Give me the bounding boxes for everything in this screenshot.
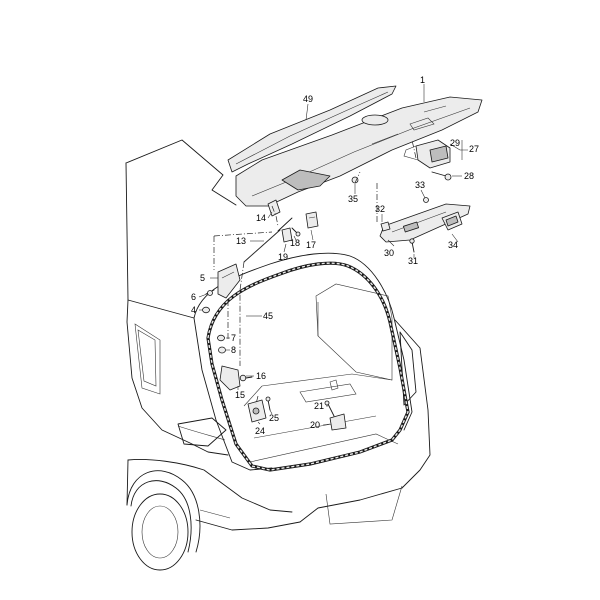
bolt-part-6: [205, 289, 215, 296]
bracket-part-17: [305, 211, 319, 229]
washer-part-7: [217, 334, 225, 342]
callout-27: 27: [469, 144, 479, 154]
callout-20: 20: [310, 420, 320, 430]
callout-29: 29: [450, 138, 460, 148]
switch-part-34: [441, 211, 463, 231]
hinge-part-15: [219, 365, 241, 391]
bolt-part-16: [239, 374, 253, 382]
callout-13: 13: [236, 236, 246, 246]
callout-labels: 1 49 27 29 28 33 32 34 30 31 35 14 13 17…: [191, 75, 479, 436]
handle-trim-part-30: [379, 203, 471, 243]
callout-6: 6: [191, 292, 196, 302]
hinge-part-14: [267, 199, 281, 217]
callout-17: 17: [306, 240, 316, 250]
callout-35: 35: [348, 194, 358, 204]
callout-28: 28: [464, 171, 474, 181]
screw-part-25: [265, 396, 271, 411]
screw-part-31: [409, 238, 415, 253]
striker-part-20: [329, 413, 347, 431]
callout-5: 5: [200, 273, 205, 283]
callout-8: 8: [231, 345, 236, 355]
callout-1: 1: [420, 75, 425, 85]
spoiler-part-49: [227, 85, 397, 173]
nut-part-8: [218, 346, 226, 354]
tailgate-part-1: [235, 96, 483, 207]
bolt-part-28: [431, 171, 452, 181]
callout-49: 49: [303, 94, 313, 104]
callout-18: 18: [290, 238, 300, 248]
callout-21: 21: [314, 401, 324, 411]
callout-16: 16: [256, 371, 266, 381]
leader-lines: [198, 84, 468, 426]
callout-15: 15: [235, 390, 245, 400]
callout-30: 30: [384, 248, 394, 258]
washer-part-4: [202, 306, 210, 314]
callout-33: 33: [415, 180, 425, 190]
lock-part-29: [403, 139, 451, 169]
callout-45: 45: [263, 311, 273, 321]
callout-14: 14: [256, 213, 266, 223]
gas-strut-part-13: [243, 217, 293, 263]
clip-part-33: [423, 197, 429, 203]
callout-34: 34: [448, 240, 458, 250]
screw-part-21: [324, 400, 335, 417]
callout-31: 31: [408, 256, 418, 266]
door-seal: [206, 261, 410, 472]
callout-7: 7: [231, 333, 236, 343]
callout-32: 32: [375, 204, 385, 214]
callout-4: 4: [191, 305, 196, 315]
latch-part-24: [247, 399, 267, 423]
clip-part-32: [380, 221, 391, 232]
callout-19: 19: [278, 252, 288, 262]
hinge-part-5: [217, 263, 241, 299]
assembly-lines: [213, 139, 417, 405]
bolt-part-18: [291, 227, 301, 237]
bumper-part-19: [281, 227, 293, 243]
callout-25: 25: [269, 413, 279, 423]
callout-24: 24: [255, 426, 265, 436]
